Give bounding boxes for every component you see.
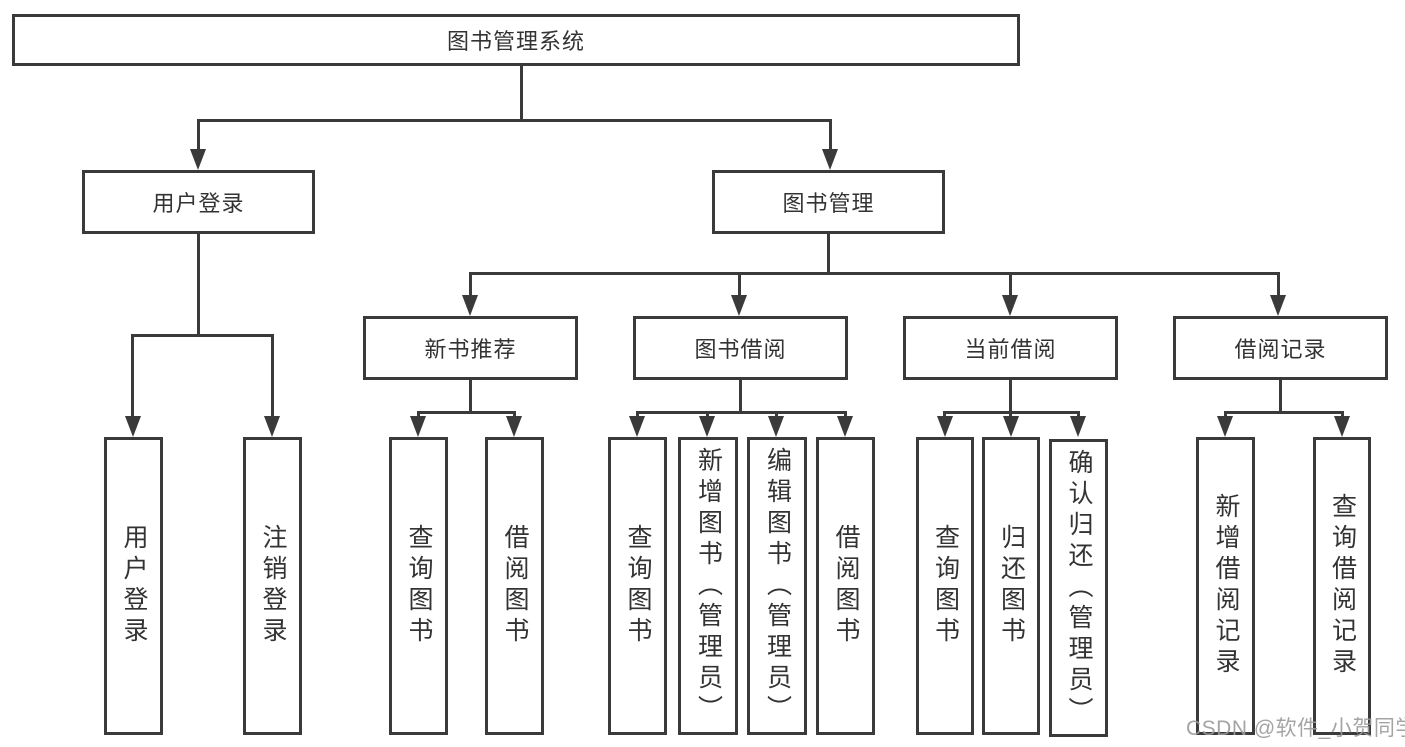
connector-line [469,272,1280,275]
node-edit-books-admin: 编辑图书（管理员） [747,437,807,735]
node-query-books-current: 查询图书 [916,437,974,735]
arrowhead-down-icon [1270,295,1286,316]
arrowhead-down-icon [731,295,747,316]
connector-line [1277,272,1280,298]
connector-line [827,234,830,275]
arrowhead-down-icon [822,149,838,170]
arrowhead-down-icon [1334,416,1350,437]
connector-line [271,334,274,422]
node-logout: 注销登录 [243,437,302,735]
arrowhead-down-icon [1003,416,1019,437]
connector-line [1279,380,1282,414]
arrowhead-down-icon [506,416,522,437]
arrowhead-down-icon [768,416,784,437]
node-borrow-books-recommend: 借阅图书 [485,437,544,735]
arrowhead-down-icon [462,295,478,316]
node-new-book-recommend: 新书推荐 [363,316,578,380]
arrowhead-down-icon [264,416,280,437]
connector-line [1224,411,1344,414]
connector-line [739,380,742,414]
connector-line [469,272,472,298]
arrowhead-down-icon [125,416,141,437]
arrowhead-down-icon [190,149,206,170]
connector-line [131,334,134,422]
connector-line [1009,380,1012,414]
connector-line [636,411,847,414]
connector-line [1009,272,1012,298]
node-book-management: 图书管理 [712,170,945,234]
connector-line [417,411,516,414]
node-query-borrow-record: 查询借阅记录 [1313,437,1371,735]
csdn-watermark: CSDN @软件_小贺同学 [1186,717,1405,740]
arrowhead-down-icon [629,416,645,437]
node-book-borrow: 图书借阅 [633,316,848,380]
connector-line [829,119,832,155]
arrowhead-down-icon [699,416,715,437]
node-return-books: 归还图书 [982,437,1040,735]
node-user-login-leaf: 用户登录 [104,437,163,735]
node-library-system: 图书管理系统 [12,14,1020,66]
node-user-login: 用户登录 [82,170,315,234]
connector-line [131,334,274,337]
node-add-borrow-record: 新增借阅记录 [1196,437,1255,735]
node-confirm-return-admin: 确认归还（管理员） [1049,439,1108,737]
connector-line [469,380,472,414]
node-current-borrow: 当前借阅 [903,316,1118,380]
node-borrow-books-leaf: 借阅图书 [816,437,875,735]
arrowhead-down-icon [1070,416,1086,437]
node-borrow-records: 借阅记录 [1173,316,1388,380]
node-query-books-recommend: 查询图书 [389,437,448,735]
connector-line [197,234,200,337]
arrowhead-down-icon [1002,295,1018,316]
arrowhead-down-icon [937,416,953,437]
node-query-books-borrow: 查询图书 [608,437,667,735]
arrowhead-down-icon [410,416,426,437]
node-add-books-admin: 新增图书（管理员） [678,437,738,735]
connector-line [197,119,200,155]
arrowhead-down-icon [837,416,853,437]
arrowhead-down-icon [1217,416,1233,437]
connector-line [197,119,832,122]
connector-line [738,272,741,298]
connector-line [520,66,523,122]
